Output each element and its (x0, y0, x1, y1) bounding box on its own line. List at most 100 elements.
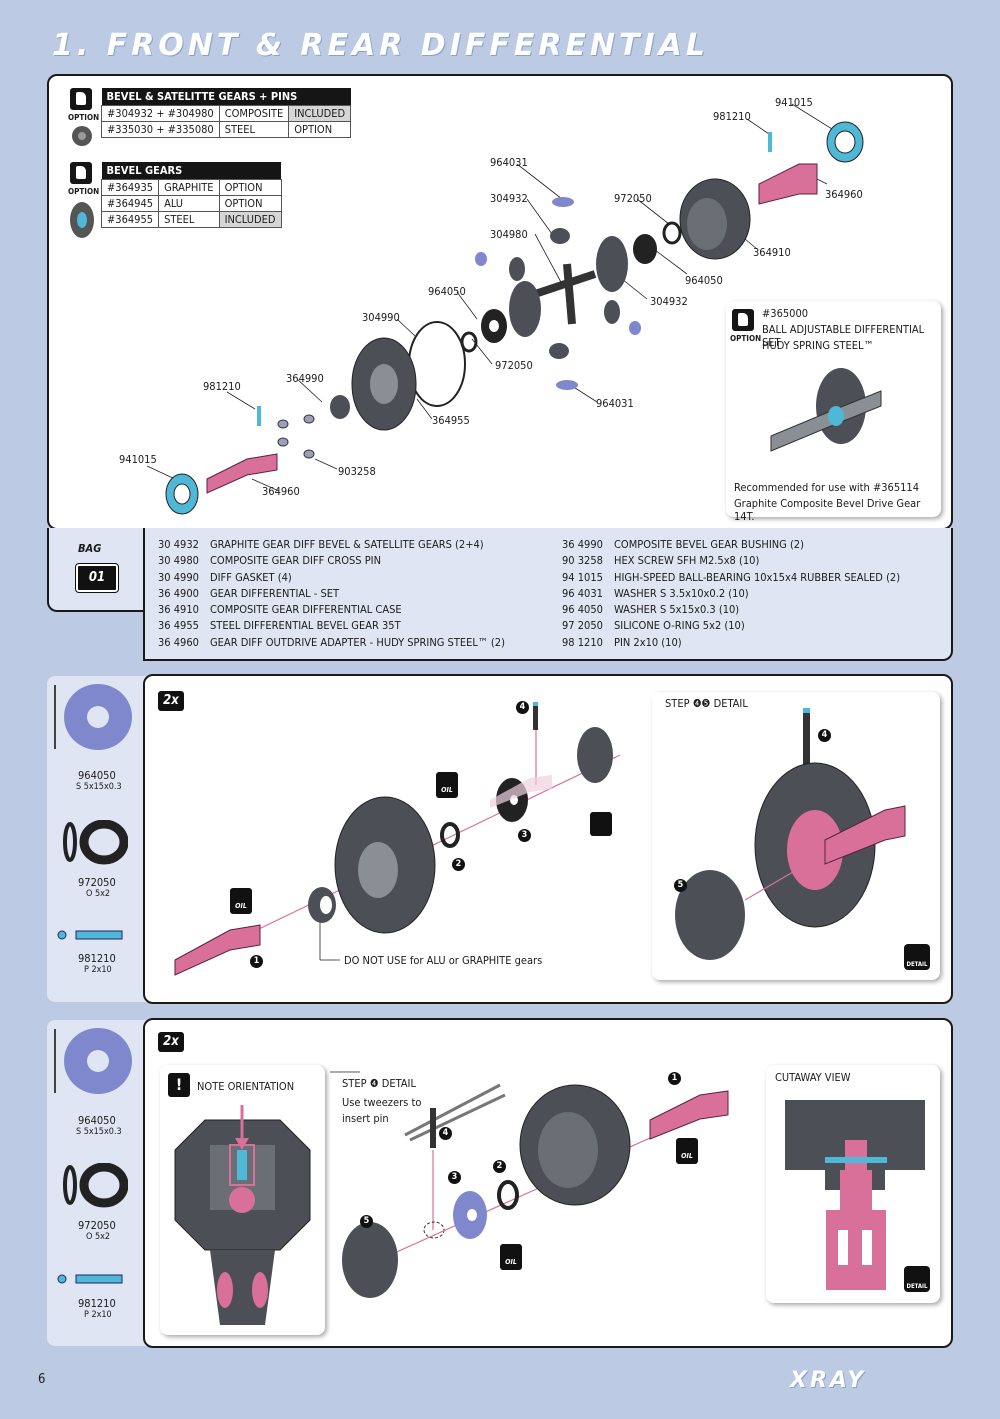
detail-icon: DETAIL (904, 944, 930, 970)
multiplier-badge: 2x (158, 691, 184, 711)
note-orientation-title: NOTE ORIENTATION (197, 1080, 295, 1093)
part-label: 304980 (490, 228, 528, 241)
option-label: OPTION (730, 334, 762, 343)
part-label: 304932 (650, 295, 688, 308)
oil-icon: OIL (230, 888, 252, 914)
page-title: 1. FRONT & REAR DIFFERENTIAL (52, 28, 709, 63)
oil-icon: OIL (436, 772, 458, 798)
oil-icon: OIL (500, 1244, 522, 1270)
xray-logo: XRAY (790, 1368, 867, 1393)
step-number: 5 (674, 879, 687, 892)
option-box-365000: OPTION #365000 BALL ADJUSTABLE DIFFERENT… (726, 301, 941, 523)
part-label: 364990 (286, 372, 324, 385)
thumbs-up-icon (70, 162, 92, 184)
option-line2: HUDY SPRING STEEL™ (762, 339, 874, 352)
side-part-desc: O 5x2 (86, 889, 111, 899)
step1-detail-diagram (675, 708, 906, 960)
part-label: 364910 (753, 246, 791, 259)
step2-detail-title: STEP ❹ DETAIL (342, 1077, 416, 1090)
step-number: 4 (818, 729, 831, 742)
step2-assembly-diagram (330, 1071, 729, 1298)
part-label: 981210 (203, 380, 241, 393)
side-part-code: 972050 (78, 1219, 116, 1232)
part-label: 304932 (490, 192, 528, 205)
thumbs-up-icon (70, 88, 92, 110)
washer-icon (54, 1028, 132, 1094)
part-label: 364960 (825, 188, 863, 201)
washer-icon (54, 684, 132, 750)
part-label: 364955 (432, 414, 470, 427)
warning-icon: ! (168, 1073, 190, 1097)
step-number: 3 (448, 1171, 461, 1184)
option-label: OPTION (68, 187, 100, 196)
part-label: 964050 (428, 285, 466, 298)
part-label: 981210 (713, 110, 751, 123)
bevel-gear-small-icon (72, 126, 92, 146)
option-recommend-2: Graphite Composite Bevel Drive Gear 14T. (734, 497, 921, 523)
side-part-code: 964050 (78, 1114, 116, 1127)
side-part-desc: S 5x15x0.3 (76, 1127, 122, 1137)
thumbs-up-icon (732, 309, 754, 331)
step-number: 1 (250, 955, 263, 968)
option-label: OPTION (68, 113, 100, 122)
bevel-gear-icon (70, 202, 94, 238)
step1-detail-title: STEP ❹❺ DETAIL (665, 697, 751, 710)
pin-icon (57, 930, 123, 940)
step-number: 4 (439, 1127, 452, 1140)
side-part-code: 981210 (78, 1297, 116, 1310)
ball-diff-illustration (770, 368, 882, 452)
detail-icon: DETAIL (904, 1266, 930, 1292)
page-number: 6 (38, 1372, 46, 1387)
step-number: 2 (452, 858, 465, 871)
part-label: 972050 (495, 359, 533, 372)
lubricate-icon (590, 812, 612, 836)
bag-label: BAG (78, 542, 102, 555)
step-number: 3 (518, 829, 531, 842)
exploded-diagram (146, 103, 864, 515)
parts-list-panel (143, 528, 953, 661)
tweezers-text-1: Use tweezers to (342, 1096, 422, 1109)
cutaway-diagram (785, 1100, 925, 1290)
side-part-desc: S 5x15x0.3 (76, 782, 122, 792)
side-part-desc: P 2x10 (84, 1310, 112, 1320)
part-label: 964031 (490, 156, 528, 169)
tweezers-text-2: insert pin (342, 1112, 389, 1125)
option-line1: BALL ADJUSTABLE DIFFERENTIAL SET (762, 323, 925, 349)
step-number: 2 (493, 1160, 506, 1173)
pin-icon (57, 1274, 123, 1284)
diff-case-orientation-diagram (174, 1105, 311, 1325)
step1-note: DO NOT USE for ALU or GRAPHITE gears (344, 954, 543, 967)
part-label: 941015 (775, 96, 813, 109)
part-label: 364960 (262, 485, 300, 498)
option-recommend-1: Recommended for use with #365114 (734, 481, 920, 494)
option-table-satellite: BEVEL & SATELITTE GEARS + PINS #304932 +… (101, 88, 352, 138)
oring-icon (63, 1163, 128, 1208)
part-label: 964031 (596, 397, 634, 410)
side-part-code: 981210 (78, 952, 116, 965)
side-part-code: 972050 (78, 876, 116, 889)
option-code: #365000 (762, 307, 809, 320)
oil-icon: OIL (676, 1138, 698, 1164)
part-label: 941015 (119, 453, 157, 466)
bag-number: 01 (75, 563, 119, 593)
oring-icon (63, 820, 128, 865)
step1-assembly-diagram (174, 702, 621, 976)
part-label: 972050 (614, 192, 652, 205)
side-part-desc: P 2x10 (84, 965, 112, 975)
